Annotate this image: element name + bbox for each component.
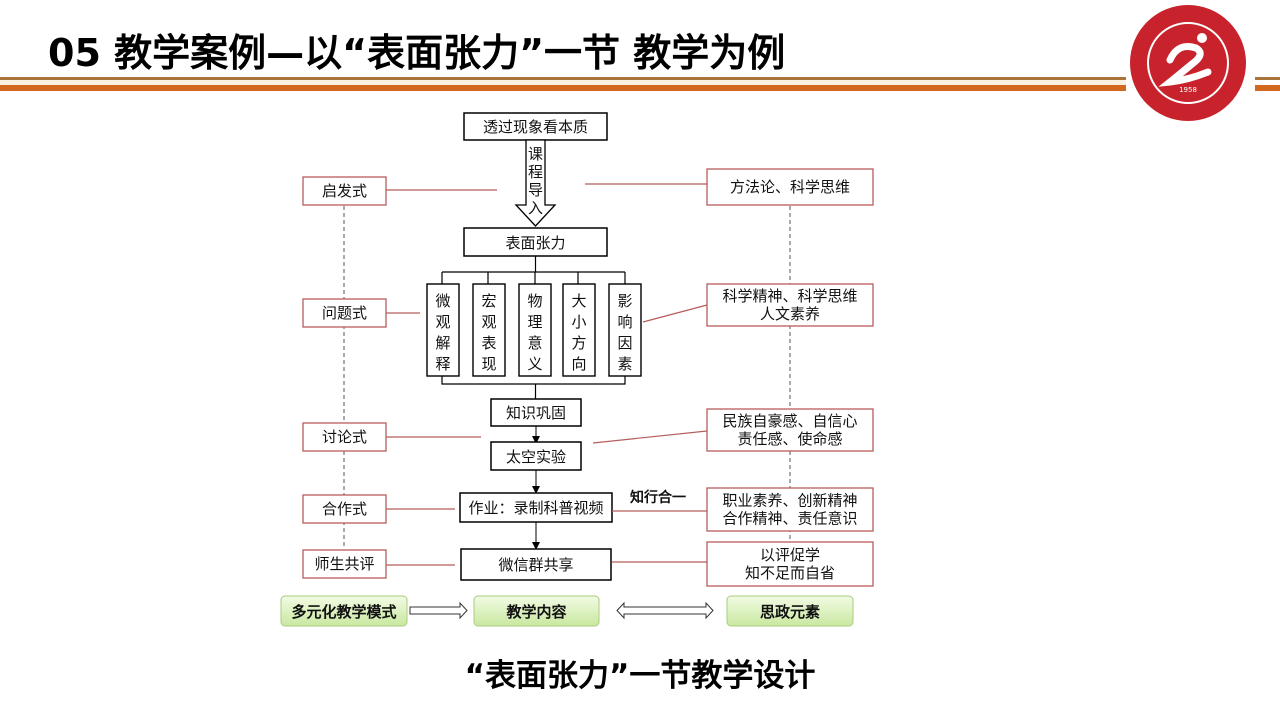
double-hollow-arrow-icon — [616, 601, 714, 620]
right-box-line: 方法论、科学思维 — [730, 178, 850, 196]
logo-year: 1958 — [1179, 86, 1197, 94]
subtopic-char: 小 — [571, 313, 586, 331]
right-box-line: 人文素养 — [760, 305, 820, 323]
subtopic-char: 观 — [435, 313, 450, 331]
arrow-label-char: 入 — [528, 199, 543, 217]
header-rule-thin-right — [1255, 77, 1280, 80]
subtopic-char: 现 — [481, 355, 496, 373]
arrow-label-char: 课 — [528, 145, 543, 163]
legend-teaching-mode: 多元化教学模式 — [280, 595, 408, 627]
header-rule-thin — [0, 77, 1126, 80]
subtopic-char: 解 — [435, 334, 450, 352]
subtopic-char: 观 — [481, 313, 496, 331]
arrow-label-char: 导 — [528, 181, 543, 199]
left-box-label: 启发式 — [322, 182, 367, 200]
left-box-co-evaluation: 师生共评 — [302, 549, 387, 579]
legend-right-label: 思政元素 — [760, 603, 820, 621]
legend-teaching-content: 教学内容 — [473, 595, 600, 627]
left-box-label: 合作式 — [322, 500, 367, 518]
subtopic-char: 大 — [571, 292, 586, 310]
center-step-knowledge: 知识巩固 — [490, 398, 582, 427]
center-box-topic-label: 表面张力 — [505, 234, 565, 252]
subtopic-char: 物 — [527, 292, 542, 310]
subtopic-char: 向 — [571, 355, 586, 373]
subtopic-char: 素 — [617, 355, 632, 373]
subtopic-char: 表 — [481, 334, 496, 352]
legend-left-label: 多元化教学模式 — [291, 603, 396, 621]
connector-lines — [386, 183, 708, 566]
left-box-label: 讨论式 — [322, 428, 367, 446]
right-box-line: 职业素养、创新精神 — [722, 492, 857, 510]
header-rule-band — [0, 80, 1126, 85]
center-box-top-label: 透过现象看本质 — [483, 118, 588, 136]
subtopic-top-bracket — [441, 256, 626, 284]
page-title: 05 教学案例—以“表面张力”一节 教学为例 — [48, 31, 786, 75]
center-box-topic: 表面张力 — [463, 227, 608, 257]
center-step-homework: 作业：录制科普视频 — [459, 492, 613, 523]
figure-caption: “表面张力”一节教学设计 — [464, 658, 816, 694]
connector-line — [592, 430, 708, 444]
subtopic-char: 宏 — [481, 292, 496, 310]
legend-ideology-elements: 思政元素 — [726, 595, 854, 627]
step-label: 知识巩固 — [506, 404, 566, 422]
connector-line — [642, 304, 708, 323]
header-rule-thick-right — [1255, 85, 1280, 91]
subtopic-char: 微 — [435, 292, 450, 310]
right-box-line: 责任感、使命感 — [737, 430, 842, 448]
right-box-line: 民族自豪感、自信心 — [722, 412, 857, 430]
subtopic-char: 方 — [571, 334, 586, 352]
logo-emblem-dot — [1197, 33, 1207, 43]
subtopic-char: 因 — [617, 334, 632, 352]
course-intro-arrow: 课 程 导 入 — [514, 139, 557, 227]
legend-center-label: 教学内容 — [505, 603, 566, 621]
header-rule-thick — [0, 85, 1126, 91]
arrow-label-char: 程 — [528, 163, 543, 181]
center-box-top: 透过现象看本质 — [463, 112, 608, 141]
right-hollow-arrow-icon — [409, 601, 468, 620]
left-box-discussion: 讨论式 — [302, 422, 387, 452]
left-box-cooperative: 合作式 — [302, 494, 387, 524]
subtopic-char: 理 — [527, 313, 542, 331]
logo-inner-ring — [1147, 22, 1229, 104]
right-box-methodology: 方法论、科学思维 — [706, 168, 874, 206]
university-logo: 1958 — [1130, 5, 1246, 121]
subtopic-char: 意 — [527, 334, 542, 352]
center-step-space-experiment: 太空实验 — [490, 441, 582, 471]
left-box-label: 问题式 — [322, 304, 367, 322]
subtopic-char: 释 — [435, 355, 450, 373]
step-label: 微信群共享 — [498, 556, 573, 574]
left-box-problem-based: 问题式 — [302, 298, 387, 328]
subtopic-char: 影 — [617, 292, 632, 310]
subtopic-char: 义 — [527, 355, 542, 373]
subtopic-bottom-bracket — [441, 376, 626, 399]
right-box-line: 以评促学 — [760, 546, 820, 564]
step-label: 太空实验 — [506, 448, 566, 466]
left-box-heuristic: 启发式 — [302, 176, 387, 206]
subtopic-char: 响 — [617, 313, 632, 331]
right-ideology-element-group: 方法论、科学思维科学精神、科学思维人文素养民族自豪感、自信心责任感、使命感职业素… — [706, 168, 874, 587]
right-box-line: 知不足而自省 — [745, 564, 835, 582]
right-box-line: 合作精神、责任意识 — [722, 510, 857, 528]
logo-emblem-icon — [1158, 43, 1212, 87]
right-box-line: 科学精神、科学思维 — [722, 287, 857, 305]
left-box-label: 师生共评 — [314, 555, 374, 573]
side-note-zhixingheyi: 知行合一 — [630, 489, 686, 506]
center-step-wechat-share: 微信群共享 — [460, 548, 612, 581]
step-label: 作业：录制科普视频 — [468, 499, 603, 517]
